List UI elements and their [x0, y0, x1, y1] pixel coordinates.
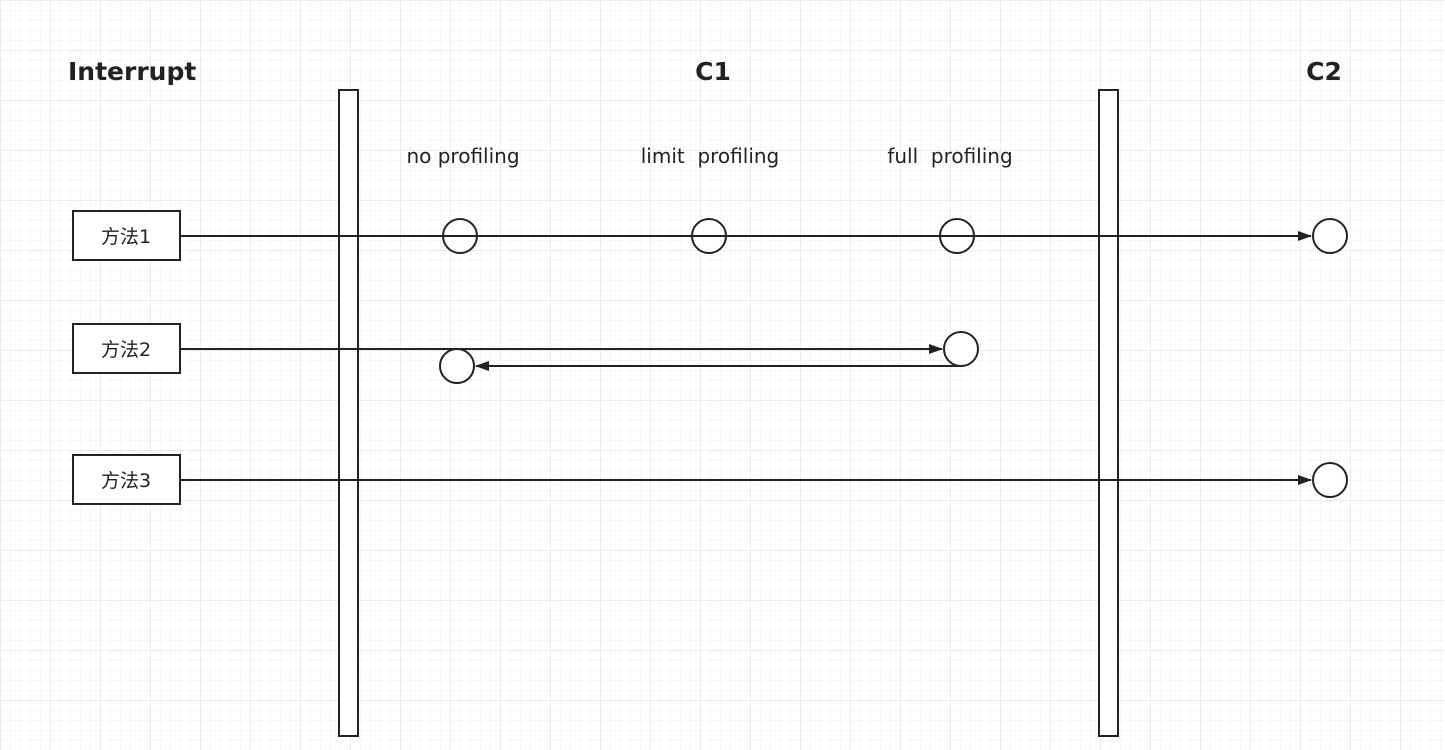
c1-c2-boundary-bar: [1098, 89, 1119, 737]
method3-node-c2: [1312, 462, 1348, 498]
method2-node-no-profiling: [439, 348, 475, 384]
method2-node-full-profiling: [943, 331, 979, 367]
method1-box-outline: [72, 210, 181, 261]
method3-label: 方法3: [101, 470, 151, 492]
method3-box: 方法3: [72, 454, 181, 505]
stage-label-no-profiling: no profiling: [406, 144, 519, 168]
c1-title: C1: [695, 57, 731, 86]
stage-label-limit-profiling: limit profiling: [641, 144, 780, 168]
method1-box: 方法1: [72, 210, 181, 261]
c2-title: C2: [1306, 57, 1342, 86]
method3-box-outline: [72, 454, 181, 505]
method1-label: 方法1: [101, 226, 151, 248]
interrupt-c1-boundary-bar: [338, 89, 359, 737]
method1-node-c2: [1312, 218, 1348, 254]
method2-box: 方法2: [72, 323, 181, 374]
interrupt-title: Interrupt: [68, 57, 196, 86]
method2-box-outline: [72, 323, 181, 374]
method2-label: 方法2: [101, 339, 151, 361]
stage-label-full-profiling: full profiling: [887, 144, 1012, 168]
